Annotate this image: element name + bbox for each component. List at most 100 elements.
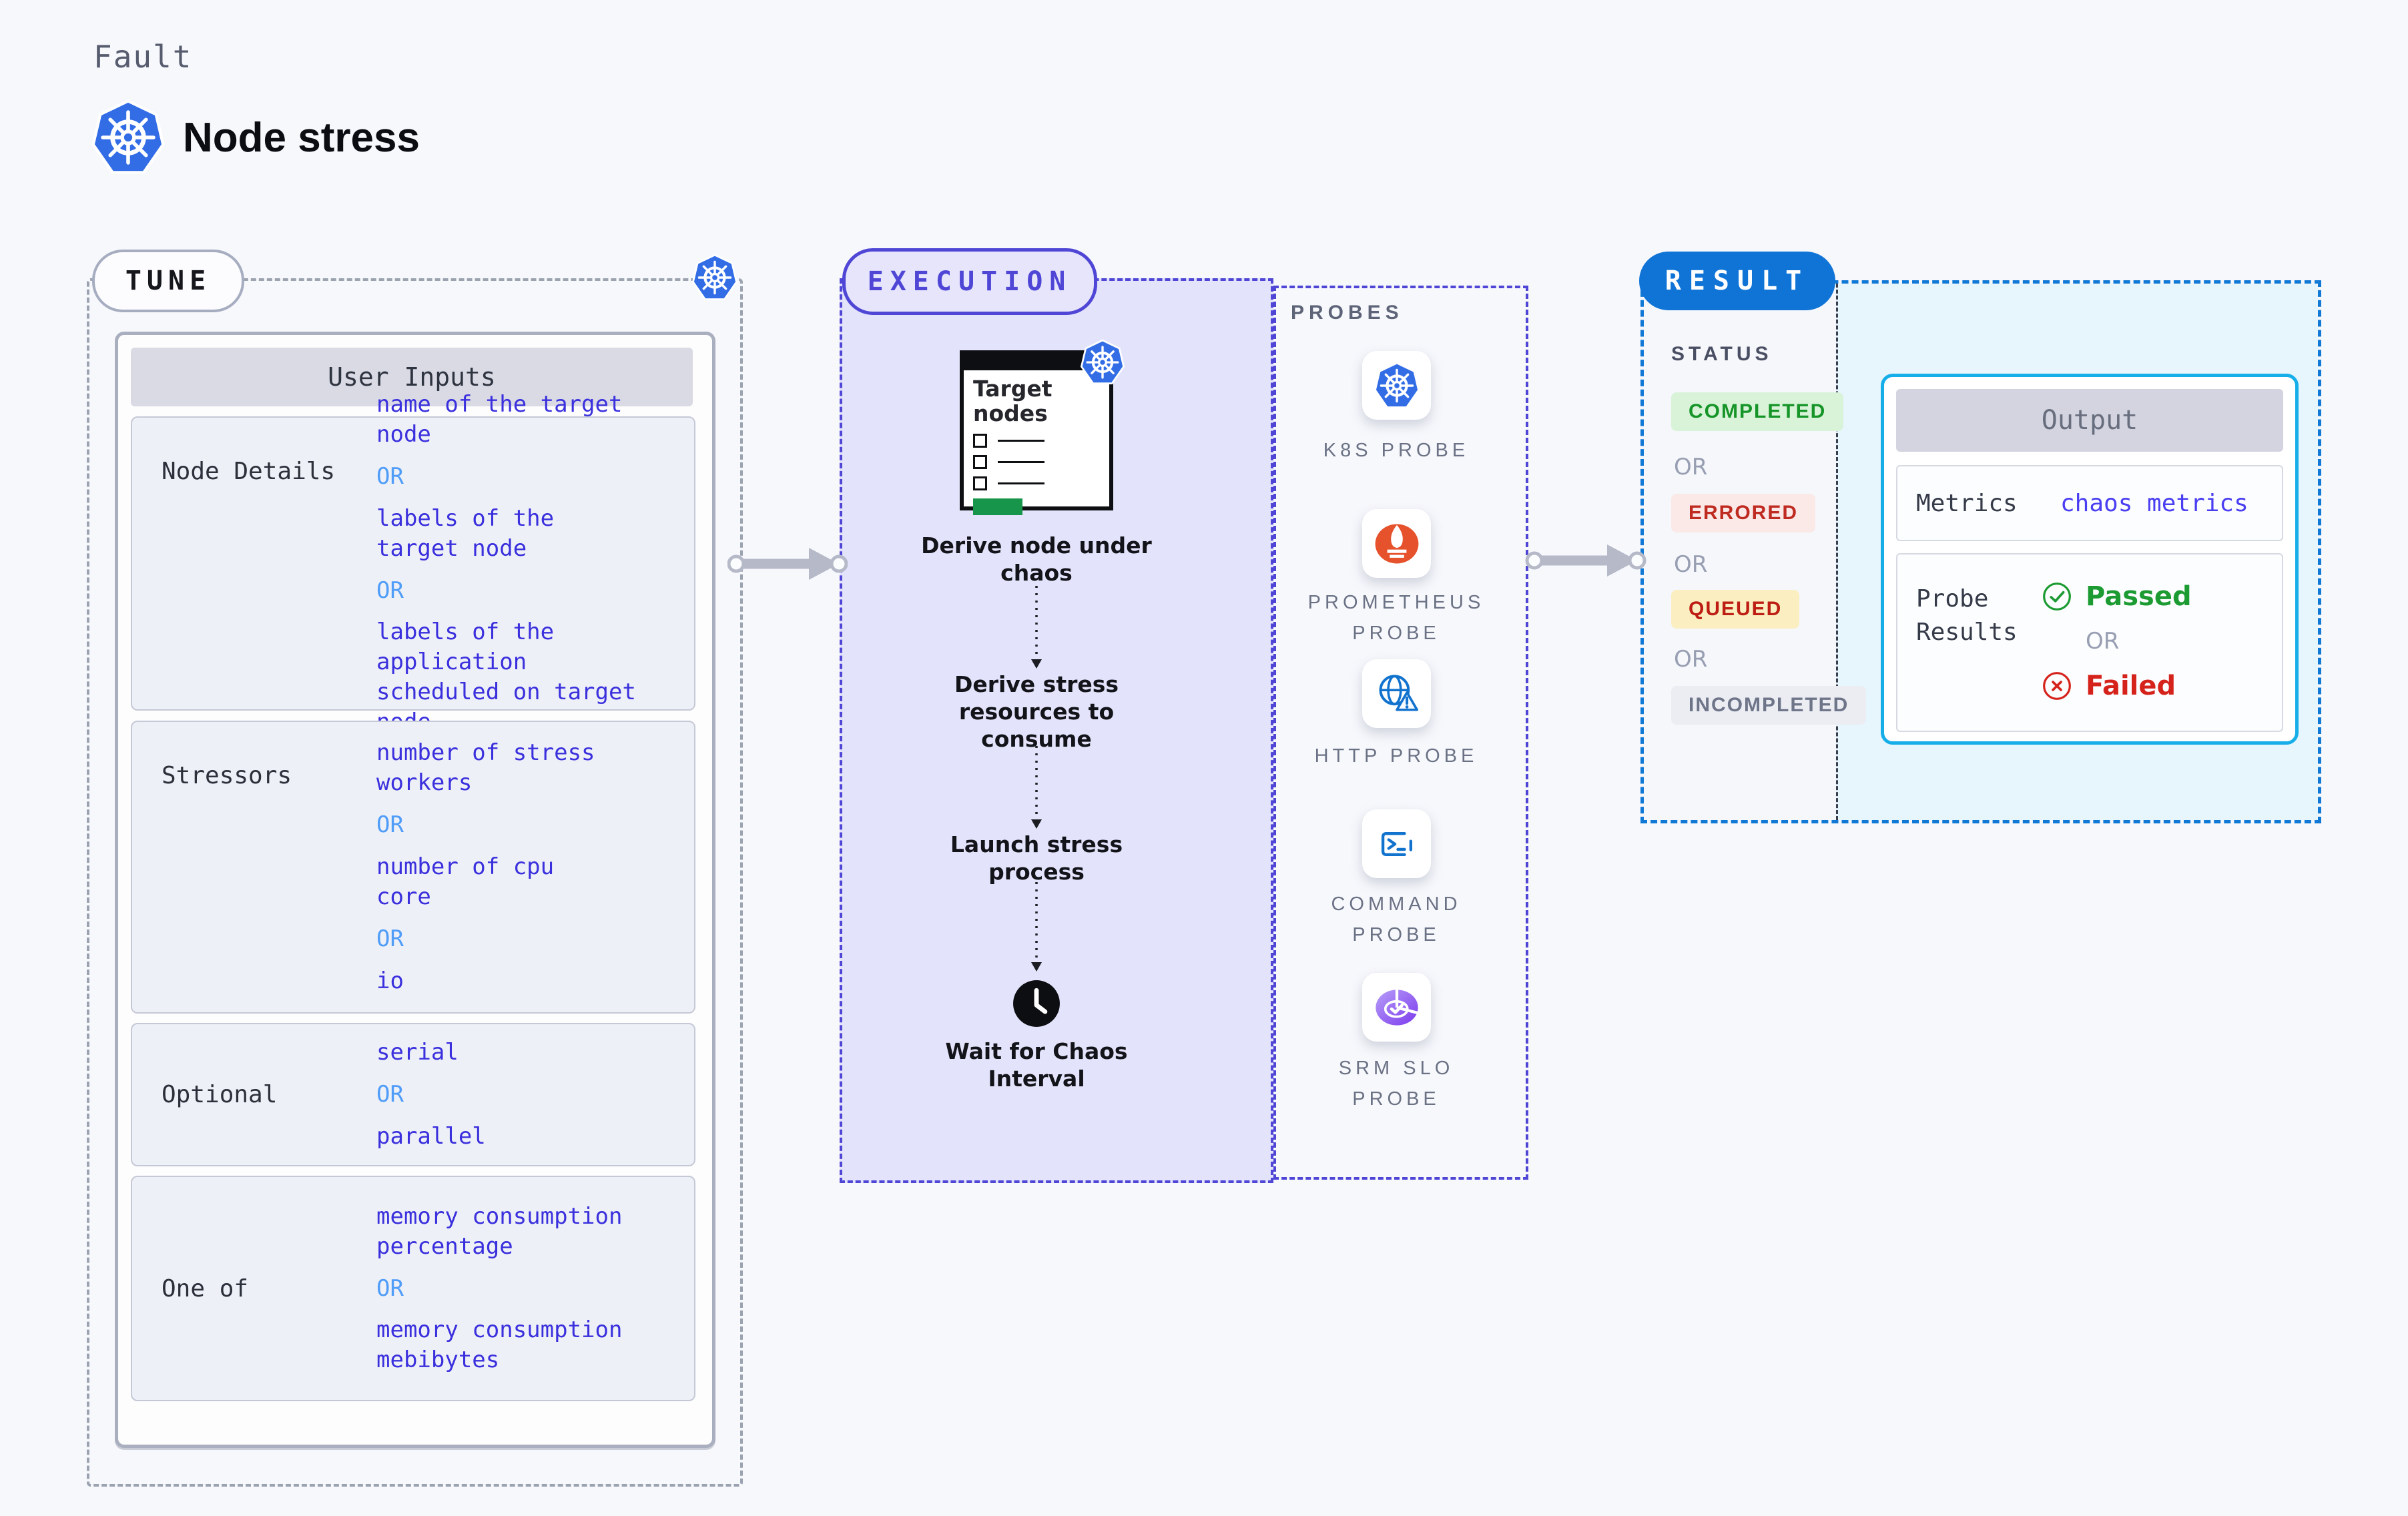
arrow-tune-to-execution	[727, 542, 848, 586]
row-value: number of cpu core	[376, 853, 555, 910]
checkbox-icon	[973, 433, 987, 448]
clock-icon	[1011, 978, 1062, 1029]
checklist-line	[998, 460, 1044, 463]
srm-slo-pie-check-icon	[1373, 984, 1421, 1032]
probe-results-values: Passed OR Failed	[2042, 554, 2282, 731]
page-title-row: Node stress	[91, 99, 420, 176]
row-value: memory consumption percentage	[376, 1202, 623, 1260]
or-separator: OR	[376, 1274, 404, 1302]
probes-section-border	[1273, 286, 1528, 1180]
or-separator: OR	[376, 925, 404, 952]
checklist-line	[998, 482, 1044, 484]
dotted-arrow-icon	[1031, 586, 1042, 669]
probe-label: HTTP PROBE	[1314, 745, 1478, 767]
table-row-stressors: Stressors number of stress workers OR nu…	[131, 721, 695, 1014]
passed-label: Passed	[2086, 581, 2192, 612]
or-separator: OR	[376, 811, 404, 839]
probe-results-label: Probe Results	[1916, 585, 2018, 646]
kubernetes-icon	[1373, 362, 1421, 410]
row-values: memory consumption percentage OR memory …	[376, 1177, 694, 1400]
status-badge-completed: COMPLETED	[1671, 392, 1844, 431]
probe-label: COMMAND PROBE	[1331, 893, 1462, 946]
row-values: number of stress workers OR number of cp…	[376, 722, 694, 1012]
probe-label: PROMETHEUS PROBE	[1307, 592, 1485, 645]
output-header: Output	[1896, 389, 2283, 452]
probe-results-row: Probe Results Passed OR Failed	[1896, 553, 2283, 732]
probe-card-command	[1362, 809, 1431, 878]
checkbox-icon	[973, 454, 987, 469]
probe-label: SRM SLO PROBE	[1338, 1058, 1454, 1110]
checklist-row	[973, 476, 1100, 490]
execution-step: Wait for Chaos Interval	[945, 1038, 1128, 1092]
execution-step: Derive node under chaos	[921, 532, 1152, 586]
row-value: memory consumption mebibytes	[376, 1316, 623, 1374]
or-separator: OR	[2086, 628, 2120, 655]
checklist-row	[973, 454, 1100, 469]
checkbox-icon	[973, 476, 987, 490]
row-value: name of the target node	[376, 391, 623, 448]
probe-card-prometheus	[1362, 509, 1431, 578]
row-value: number of stress workers	[376, 739, 595, 797]
probe-card-srm-slo	[1362, 973, 1431, 1042]
status-badge-incompleted: INCOMPLETED	[1671, 686, 1867, 725]
probe-label: K8S PROBE	[1323, 440, 1470, 461]
checklist-line	[998, 439, 1044, 442]
row-value: labels of the application scheduled on t…	[376, 619, 636, 735]
metrics-value: chaos metrics	[2060, 489, 2248, 517]
failed-label: Failed	[2086, 671, 2176, 701]
probes-title: PROBES	[1291, 302, 1404, 324]
execution-badge: EXECUTION	[842, 248, 1097, 315]
row-label: Node Details	[162, 458, 336, 485]
kubernetes-icon	[91, 99, 166, 176]
row-values: serial OR parallel	[376, 1024, 694, 1165]
output-box: Output Metrics chaos metrics Probe Resul…	[1881, 374, 2299, 745]
result-badge: RESULT	[1639, 252, 1835, 310]
progress-bar	[973, 498, 1022, 515]
dotted-arrow-icon	[1031, 882, 1042, 972]
fault-kicker: Fault	[93, 39, 193, 75]
row-label: Optional	[162, 1081, 278, 1108]
probe-card-k8s	[1362, 351, 1431, 420]
row-label: One of	[162, 1274, 249, 1302]
arrow-probes-to-result	[1524, 538, 1647, 583]
tune-section-border	[87, 278, 743, 1487]
x-circle-icon	[2042, 671, 2072, 701]
metrics-row: Metrics chaos metrics	[1896, 465, 2283, 541]
or-separator: OR	[1674, 454, 1708, 480]
table-row-optional: Optional serial OR parallel	[131, 1023, 695, 1166]
checklist-row	[973, 433, 1100, 448]
http-globe-warning-icon	[1373, 670, 1421, 718]
check-circle-icon	[2042, 581, 2072, 612]
probe-card-http	[1362, 659, 1431, 728]
probe-result-passed: Passed	[2042, 581, 2282, 612]
or-separator: OR	[376, 1081, 404, 1108]
or-separator: OR	[376, 462, 404, 490]
metrics-label: Metrics	[1916, 489, 2018, 517]
tune-badge: TUNE	[92, 250, 244, 312]
row-value: io	[376, 967, 404, 994]
kubernetes-icon	[691, 254, 738, 302]
page-title: Node stress	[183, 114, 420, 161]
row-value: labels of the target node	[376, 504, 555, 562]
or-separator: OR	[1674, 646, 1708, 673]
dotted-arrow-icon	[1031, 746, 1042, 829]
or-separator: OR	[1674, 551, 1708, 578]
execution-step: Derive stress resources to consume	[954, 671, 1119, 752]
card-title: Target nodes	[973, 376, 1052, 426]
row-value: parallel	[376, 1122, 486, 1150]
row-label: Stressors	[162, 762, 292, 789]
command-terminal-icon	[1373, 820, 1421, 868]
user-inputs-header: User Inputs	[131, 348, 693, 406]
row-values: name of the target node OR labels of the…	[376, 391, 694, 735]
status-title: STATUS	[1671, 343, 1773, 365]
table-row-node-details: Node Details name of the target node OR …	[131, 391, 695, 735]
prometheus-icon	[1373, 520, 1421, 568]
card-body: Target nodes	[964, 370, 1109, 522]
row-value: serial	[376, 1039, 459, 1066]
kubernetes-icon	[1080, 339, 1125, 386]
execution-step: Launch stress process	[950, 831, 1123, 885]
or-separator: OR	[376, 577, 404, 604]
status-badge-queued: QUEUED	[1671, 590, 1800, 629]
table-row-one-of: One of memory consumption percentage OR …	[131, 1176, 695, 1401]
